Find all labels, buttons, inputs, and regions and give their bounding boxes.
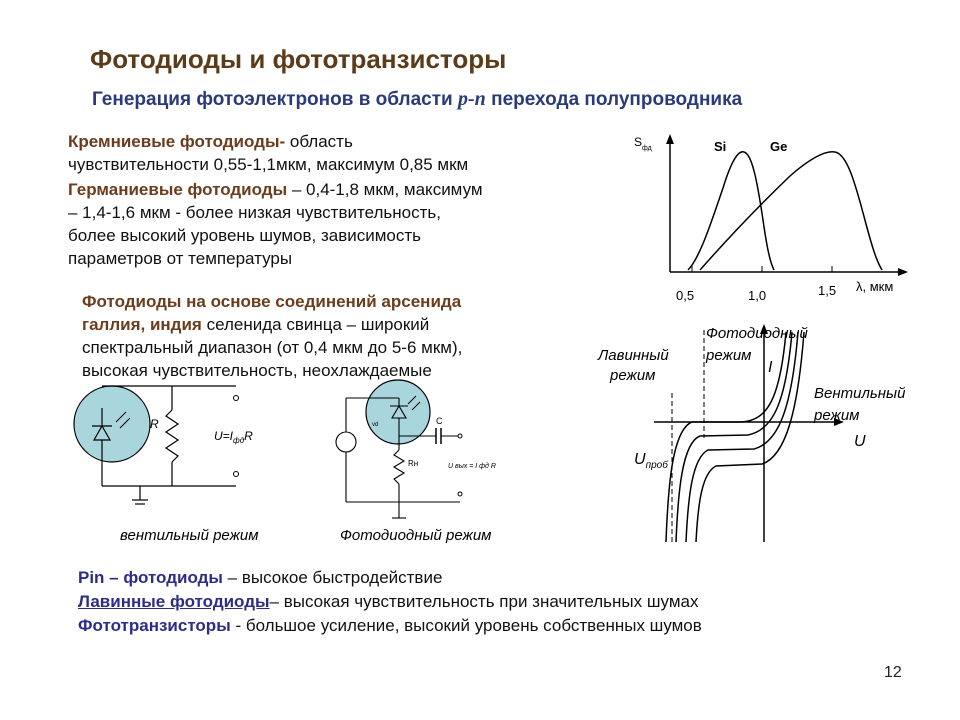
photodetector-type-list: Pin – фотодиоды – высокое быстродействие…: [78, 566, 702, 638]
iv-curve-flux-2: [685, 331, 799, 543]
subtitle-post: перехода полупроводника: [485, 89, 743, 110]
vd-label: vd: [372, 422, 378, 428]
si-curve: [687, 151, 775, 271]
light-arrow-icon: [411, 401, 421, 411]
list-item-text: – высокое быстродействие: [222, 568, 443, 587]
iv-u-axis-label: U: [854, 433, 866, 450]
spectral-x-axis-label: λ, мкм: [856, 279, 893, 294]
gaas-line3: спектральный диапазон (от 0,4 мкм до 5-6…: [82, 338, 463, 357]
photodiode-mode-caption: Фотодиодный режим: [340, 527, 492, 544]
iv-u-arrow: [834, 418, 844, 426]
iv-i-arrow: [760, 324, 768, 334]
slide-subtitle: Генерация фотоэлектронов в области p-n п…: [92, 88, 742, 111]
list-item-term: Pin – фотодиоды: [78, 568, 223, 587]
si-series-label: Si: [714, 139, 726, 154]
output-terminal: [457, 433, 463, 439]
list-item-text: – высокая чувствительность при значитель…: [269, 592, 699, 611]
iv-curve-dark: [665, 331, 787, 543]
photodiode-output-formula: U вых = I фд R: [448, 462, 496, 470]
iv-curve-flux-3: [695, 331, 805, 543]
list-item: Фототранзисторы - большое усиление, высо…: [78, 614, 702, 638]
gaas-line1: Фотодиоды на основе соединений арсенида: [82, 292, 462, 311]
valve-output-formula: U=IфдR: [214, 429, 253, 445]
valve-mode-caption: вентильный режим: [120, 527, 259, 544]
list-item: Pin – фотодиоды – высокое быстродействие: [78, 566, 702, 590]
photodiode-mode-label: Фотодиодный: [706, 325, 808, 342]
iv-i-axis-label: I: [768, 359, 773, 376]
photodiode-lens: [365, 379, 431, 445]
breakdown-voltage-label: Uпроб: [634, 451, 668, 471]
gaas-line4: высокая чувствительность, неохлаждаемые: [82, 361, 432, 380]
ge-series-label: Ge: [770, 139, 787, 154]
list-item-text: - большое усиление, высокий уровень собс…: [230, 616, 702, 635]
valve-resistor-label: R: [150, 417, 159, 431]
gaas-term: галлия, индия: [82, 315, 202, 334]
light-arrow-icon: [119, 417, 131, 429]
page-number: 12: [884, 664, 902, 681]
spectral-x-tick-label: 0,5: [676, 288, 694, 303]
germanium-paragraph: Германиевые фотодиоды – 0,4-1,8 мкм, мак…: [68, 178, 483, 270]
germanium-line3: более высокий уровень шумов, зависимость: [68, 226, 422, 245]
light-arrow-icon: [115, 411, 127, 423]
subtitle-pn: p-n: [458, 88, 486, 110]
iv-curve-flux-1: [675, 331, 793, 543]
spectral-x-tick-label: 1,0: [748, 288, 766, 303]
slide-title: Фотодиоды и фототранзисторы: [90, 44, 507, 74]
silicon-term: Кремниевые фотодиоды-: [68, 132, 286, 151]
list-item: Лавинные фотодиоды– высокая чувствительн…: [78, 590, 702, 614]
silicon-paragraph: Кремниевые фотодиоды- область чувствител…: [68, 130, 468, 176]
germanium-line2: – 1,4-1,6 мкм - более низкая чувствитель…: [68, 203, 441, 222]
germanium-term: Германиевые фотодиоды: [68, 180, 288, 199]
spectral-y-label: Sфд: [634, 135, 652, 152]
avalanche-mode-label: Лавинный: [597, 347, 669, 364]
spectral-x-tick-label: 1,5: [818, 283, 836, 298]
output-terminal: [233, 471, 239, 477]
output-terminal: [457, 491, 463, 497]
valve-mode-label: Вентильный: [814, 385, 906, 402]
resistor-icon: [164, 409, 180, 463]
spectral-x-arrow: [898, 268, 908, 276]
photodiode-mode-circuit: vd C Rн U вых = I фд R: [335, 379, 496, 519]
list-item-term: Лавинные фотодиоды: [78, 592, 270, 611]
valve-mode-label: режим: [813, 407, 859, 424]
light-arrow-icon: [407, 395, 417, 405]
valve-mode-circuit: R U=IфдR: [73, 385, 253, 505]
subtitle-pre: Генерация фотоэлектронов в области: [92, 89, 459, 110]
iv-characteristic-chart: Лавинный режим Фотодиодный режим Вентиль…: [597, 324, 906, 543]
silicon-line1: область: [285, 132, 353, 151]
output-terminal: [233, 395, 239, 401]
resistor-icon: [392, 449, 406, 485]
silicon-line2: чувствительности 0,55-1,1мкм, максимум 0…: [68, 155, 469, 174]
photodiode-mode-label: режим: [705, 347, 751, 364]
germanium-line1: – 0,4-1,8 мкм, максимум: [287, 180, 483, 199]
gaas-line2: селенида свинца – широкий: [201, 315, 430, 334]
avalanche-mode-label: режим: [609, 367, 655, 384]
ge-curve: [699, 151, 883, 271]
load-resistor-label: Rн: [408, 459, 418, 468]
gaas-paragraph: Фотодиоды на основе соединений арсенида …: [82, 290, 462, 382]
spectral-y-arrow: [666, 134, 674, 144]
spectral-sensitivity-chart: Sфд Si Ge 0,5 1,0 1,5 λ, мкм: [634, 134, 908, 303]
voltage-source-icon: [335, 431, 357, 453]
photodiode-lens: [73, 385, 151, 463]
capacitor-label: C: [436, 416, 443, 426]
list-item-term: Фототранзисторы: [78, 616, 231, 635]
germanium-line4: параметров от температуры: [68, 249, 293, 268]
